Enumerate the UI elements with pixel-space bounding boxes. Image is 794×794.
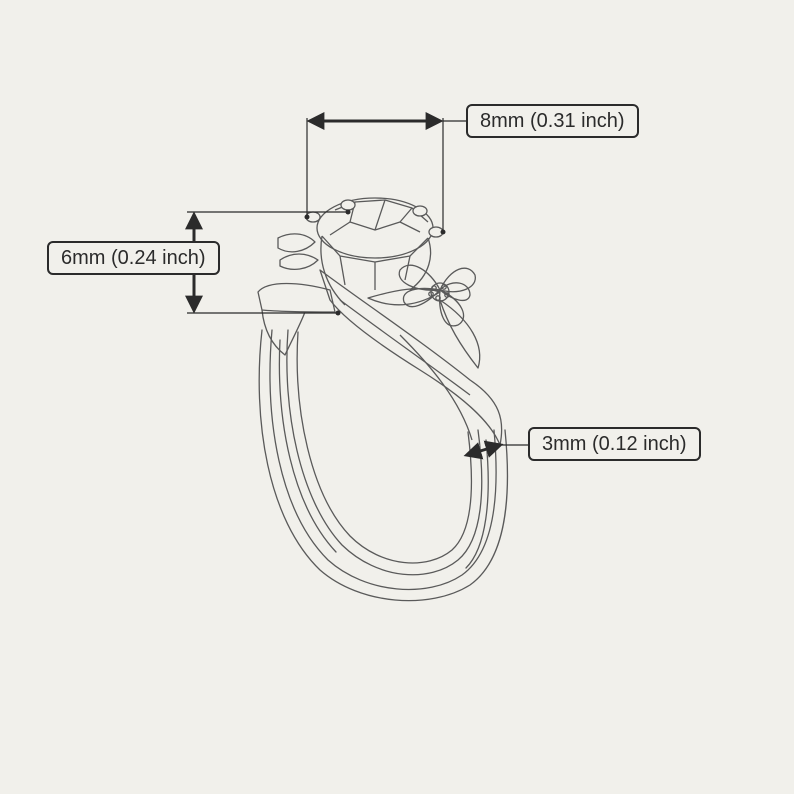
dimension-points [304,209,446,316]
width-dimension-label: 8mm (0.31 inch) [466,104,639,138]
height-dimension-label: 6mm (0.24 inch) [47,241,220,275]
flower [398,264,476,327]
prongs [305,199,444,238]
ring-band [258,329,509,602]
dimension-guides [187,118,528,446]
band-width-dimension-label: 3mm (0.12 inch) [528,427,701,461]
leaf-shoulders [257,233,503,446]
dimension-arrows [185,112,504,460]
